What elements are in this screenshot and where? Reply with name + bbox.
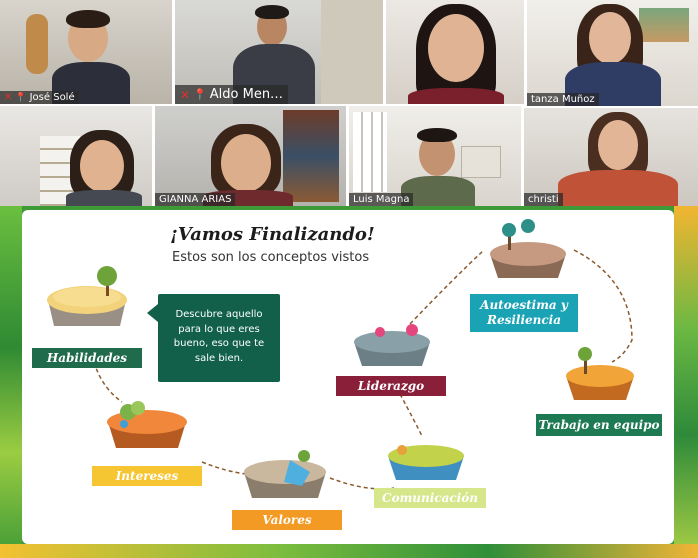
comunicacion-island-illustration xyxy=(388,445,464,480)
valores-island-illustration xyxy=(244,450,326,498)
participant-nametag: Luis Magna xyxy=(349,193,414,206)
participant-name: Aldo Men… xyxy=(209,87,284,102)
pin-icon: 📍 xyxy=(193,88,207,101)
autoestima-island-illustration xyxy=(490,219,566,278)
pin-icon: 📍 xyxy=(15,92,27,103)
mic-muted-icon: ✕ xyxy=(4,92,13,103)
slide-content-panel: ¡Vamos Finalizando! Estos son los concep… xyxy=(22,210,674,544)
concept-label-liderazgo: Liderazgo xyxy=(336,376,446,396)
participant-name: tanza Muñoz xyxy=(531,94,595,105)
participant-hair xyxy=(255,5,289,19)
intereses-island-illustration xyxy=(107,401,187,448)
wall-poster xyxy=(461,146,501,178)
participant-head xyxy=(428,14,484,82)
concept-label-comunicacion: Comunicación xyxy=(374,488,486,508)
wall-panel xyxy=(321,0,383,104)
guitar-shape xyxy=(26,14,48,74)
concept-label-habilidades: Habilidades xyxy=(32,348,142,368)
wall-painting xyxy=(639,8,689,42)
shared-slide: ¡Vamos Finalizando! Estos son los concep… xyxy=(0,206,698,558)
slide-border-right xyxy=(674,206,698,558)
video-tile-gianna-arias[interactable]: GIANNA ARIAS xyxy=(155,106,346,206)
concept-path-lines xyxy=(93,249,633,490)
mic-muted-icon: ✕ xyxy=(180,87,191,102)
video-tile-tanza-munoz[interactable]: tanza Muñoz xyxy=(527,0,698,106)
video-tile-participant-3[interactable] xyxy=(386,0,524,104)
concept-label-intereses: Intereses xyxy=(92,466,202,486)
wall-artwork xyxy=(283,110,339,202)
slide-border-bottom xyxy=(0,544,698,558)
video-tile-aldo[interactable]: ✕ 📍 Aldo Men… xyxy=(175,0,383,104)
participant-name: christi xyxy=(528,194,559,205)
window-frame xyxy=(353,112,387,192)
participant-nametag: ✕ 📍 José Solé xyxy=(0,91,79,104)
slide-title: ¡Vamos Finalizando! xyxy=(170,224,375,245)
participant-nametag: ✕ 📍 Aldo Men… xyxy=(175,85,289,104)
participant-head xyxy=(589,12,631,64)
participant-hair xyxy=(66,10,110,28)
participant-body xyxy=(66,190,142,206)
participant-nametag: tanza Muñoz xyxy=(527,93,599,106)
participant-hair xyxy=(417,128,457,142)
participant-nametag: GIANNA ARIAS xyxy=(155,193,236,206)
participant-head xyxy=(80,140,124,192)
participant-head xyxy=(598,120,638,170)
participant-name: José Solé xyxy=(29,92,75,103)
participant-nametag: christi xyxy=(524,193,563,206)
video-tile-luis-magna[interactable]: Luis Magna xyxy=(349,106,521,206)
video-tile-christi[interactable]: christi xyxy=(524,108,698,206)
concept-description-callout: Descubre aquello para lo que eres bueno,… xyxy=(147,294,280,382)
liderazgo-island-illustration xyxy=(354,324,430,366)
concept-label-trabajo-en-equipo: Trabajo en equipo xyxy=(536,414,662,436)
video-tile-participant-5[interactable] xyxy=(0,106,152,206)
trabajo-en-equipo-island-illustration xyxy=(566,347,634,400)
participant-name: Luis Magna xyxy=(353,194,410,205)
slide-border-left xyxy=(0,206,22,558)
habilidades-island-illustration xyxy=(47,266,127,326)
participant-body xyxy=(408,88,504,104)
participant-name: GIANNA ARIAS xyxy=(159,194,232,205)
participant-head xyxy=(221,134,271,192)
video-tile-jose-sole[interactable]: ✕ 📍 José Solé xyxy=(0,0,172,104)
participant-body xyxy=(558,170,678,206)
slide-subtitle: Estos son los conceptos vistos xyxy=(172,250,370,265)
concept-label-valores: Valores xyxy=(232,510,342,530)
concept-label-autoestima: Autoestima y Resiliencia xyxy=(470,294,578,332)
